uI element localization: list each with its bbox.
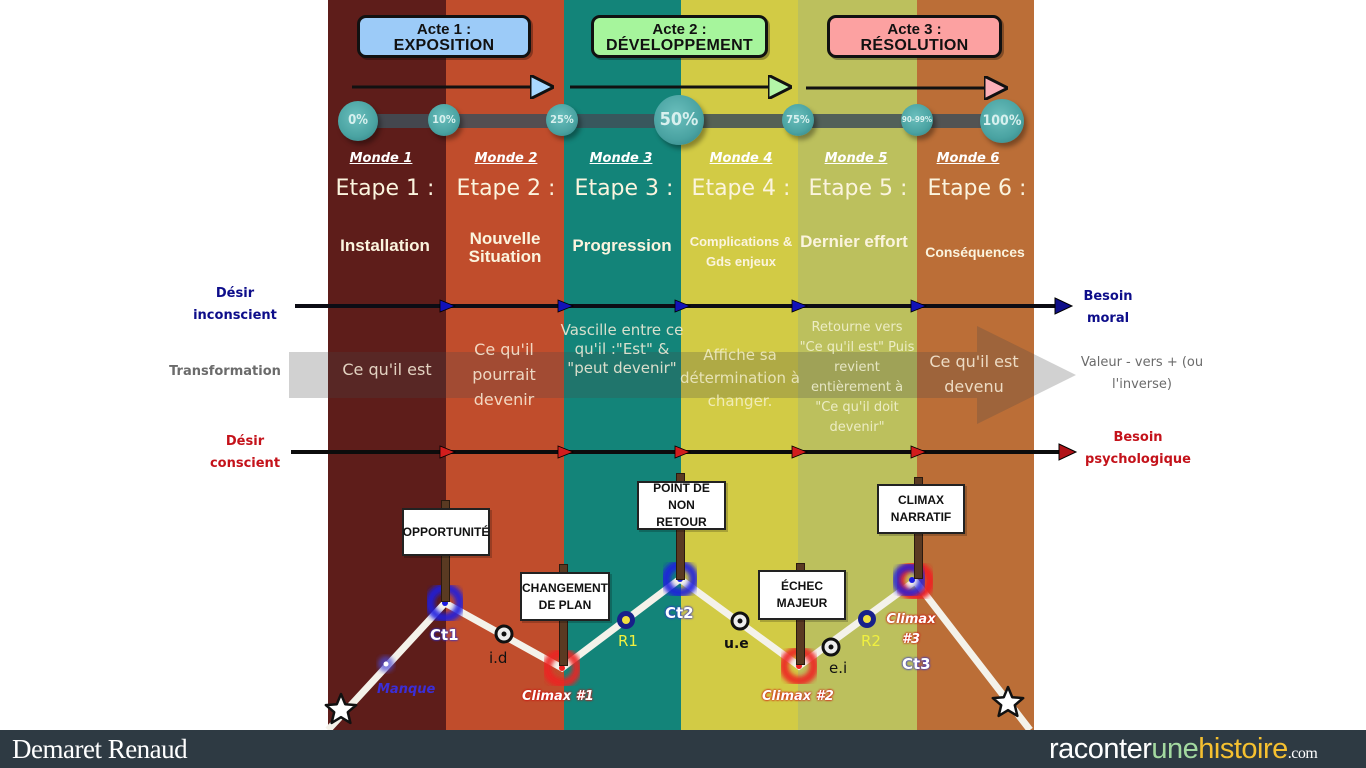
transformation-text-4: Affiche sa détermination à changer. xyxy=(680,346,800,410)
transformation-text-2: Ce qu'il pourrait devenir xyxy=(472,340,536,409)
footer-brand-logo[interactable]: raconterunehistoire.com xyxy=(1049,733,1318,766)
monde-3-title: Monde 3 xyxy=(589,151,653,166)
etape-3-label: Etape 3 : xyxy=(574,176,674,201)
plot-label-r2: R2 xyxy=(861,632,881,650)
monde-2-title: Monde 2 xyxy=(474,151,538,166)
brand-suffix: .com xyxy=(1287,745,1318,762)
act-1-box: Acte 1 : EXPOSITION xyxy=(357,15,531,58)
brand-part-histoire: histoire xyxy=(1198,733,1288,765)
transformation-arrow xyxy=(289,326,1076,424)
monde-1-title: Monde 1 xyxy=(349,151,413,166)
progress-marker-0: 0% xyxy=(338,101,378,141)
plot-label-climax-3: Climax #3 xyxy=(886,612,936,647)
progress-marker-50: 50% xyxy=(654,95,704,145)
stage-3-name: Progression xyxy=(572,236,672,255)
plot-label-manque: Manque xyxy=(377,682,436,697)
stage-2-name: Nouvelle Situation xyxy=(468,229,542,266)
conscious-tick-5 xyxy=(910,445,928,459)
monde-5-title: Monde 5 xyxy=(824,151,888,166)
unconscious-tick-1 xyxy=(439,299,457,313)
brand-part-raconter: raconter xyxy=(1049,733,1152,765)
plot-marker-id-center xyxy=(501,631,507,637)
unconscious-tick-3 xyxy=(674,299,692,313)
sign-echec-majeur: ÉCHEC MAJEUR xyxy=(758,570,846,620)
act-3-title: Acte 3 : xyxy=(887,21,942,38)
unconscious-arrowhead xyxy=(1054,297,1074,315)
climax-1-point-dot xyxy=(559,665,565,671)
plot-label-ct3: Ct3 xyxy=(902,655,931,673)
start-star-icon xyxy=(324,692,358,725)
plot-marker-ei-center xyxy=(828,644,834,650)
psychological-need-label: Besoin psychologique xyxy=(1085,430,1191,467)
etape-2-label: Etape 2 : xyxy=(456,176,556,201)
conscious-tick-2 xyxy=(557,445,575,459)
plot-marker-r1-burst xyxy=(622,616,630,624)
plot-label-ei: e.i xyxy=(829,659,848,677)
plot-label-ct2: Ct2 xyxy=(665,604,694,622)
manque-point-dot xyxy=(383,661,389,667)
plot-marker-ue-center xyxy=(737,618,743,624)
ct3-point-glow-blue xyxy=(892,563,926,597)
monde-4-title: Monde 4 xyxy=(709,151,773,166)
transformation-text-3: Vascille entre ce qu'il :"Est" & "peut d… xyxy=(560,321,684,377)
act-1-name: EXPOSITION xyxy=(393,37,495,54)
value-change-label: Valeur - vers + (ou l'inverse) xyxy=(1080,355,1204,392)
footer-bar: Demaret Renaud raconterunehistoire.com xyxy=(0,730,1366,768)
etape-4-label: Etape 4 : xyxy=(691,176,791,201)
brand-part-une: une xyxy=(1151,733,1199,765)
transformation-text-5: Retourne vers "Ce qu'il est" Puis revien… xyxy=(799,320,915,435)
unconscious-tick-marks xyxy=(439,299,928,313)
conscious-tick-marks xyxy=(439,445,928,459)
progress-marker-90-99: 90-99% xyxy=(901,104,933,136)
conscious-tick-3 xyxy=(674,445,692,459)
act-1-title: Acte 1 : xyxy=(416,21,472,38)
act-3-box: Acte 3 : RÉSOLUTION xyxy=(827,15,1002,58)
stage-1-name: Installation xyxy=(340,236,430,255)
sign-point-de-non-retour: POINT DE NON RETOUR xyxy=(637,481,726,530)
plot-label-climax-2: Climax #2 xyxy=(762,689,834,704)
stage-5-name: Dernier effort xyxy=(800,232,908,251)
climax-3-point-dot xyxy=(909,577,915,583)
plot-label-id: i.d xyxy=(489,649,508,667)
sign-climax-narratif: CLIMAX NARRATIF xyxy=(877,484,965,534)
transformation-label: Transformation xyxy=(169,364,281,379)
progress-marker-100: 100% xyxy=(980,99,1024,143)
transformation-text-6: Ce qu'il est devenu xyxy=(929,352,1019,396)
etape-6-label: Etape 6 : xyxy=(927,176,1027,201)
stage-6-name: Conséquences xyxy=(925,244,1025,260)
sign-changement-de-plan: CHANGEMENT DE PLAN xyxy=(520,572,610,621)
footer-author: Demaret Renaud xyxy=(12,734,188,764)
progress-marker-25: 25% xyxy=(546,104,578,136)
unconscious-desire-label: Désir inconscient xyxy=(193,286,277,323)
act-3-name: RÉSOLUTION xyxy=(860,37,969,54)
unconscious-tick-4 xyxy=(791,299,809,313)
progress-marker-10: 10% xyxy=(428,104,460,136)
act-2-name: DÉVELOPPEMENT xyxy=(605,37,754,54)
transformation-text-1: Ce qu'il est xyxy=(342,360,432,379)
end-star-icon xyxy=(991,685,1025,718)
plot-label-climax-1: Climax #1 xyxy=(522,689,594,704)
plot-label-r1: R1 xyxy=(618,632,638,650)
progress-marker-75: 75% xyxy=(782,104,814,136)
etape-5-label: Etape 5 : xyxy=(808,176,908,201)
etape-1-label: Etape 1 : xyxy=(335,176,435,201)
plot-marker-r2-burst xyxy=(863,615,871,623)
conscious-desire-label: Désir conscient xyxy=(209,434,281,471)
conscious-arrowhead xyxy=(1058,443,1078,461)
conscious-tick-4 xyxy=(791,445,809,459)
unconscious-tick-5 xyxy=(910,299,928,313)
plot-label-ue: u.e xyxy=(724,636,749,652)
act-2-title: Acte 2 : xyxy=(652,21,707,38)
unconscious-tick-2 xyxy=(557,299,575,313)
plot-label-ct1: Ct1 xyxy=(430,626,459,644)
act-2-box: Acte 2 : DÉVELOPPEMENT xyxy=(591,15,768,58)
sign-opportunite: OPPORTUNITÉ xyxy=(402,508,490,556)
moral-need-label: Besoin moral xyxy=(1083,289,1133,326)
monde-6-title: Monde 6 xyxy=(936,151,1000,166)
conscious-tick-1 xyxy=(439,445,457,459)
stage-4-name: Complications & Gds enjeux xyxy=(689,234,793,269)
